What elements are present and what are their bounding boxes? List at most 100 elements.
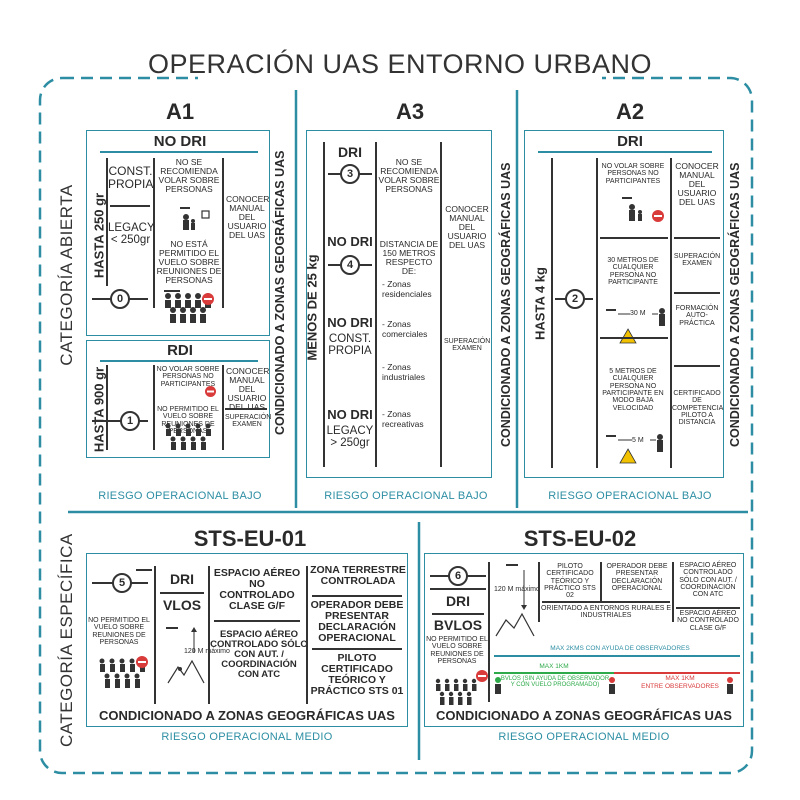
a1-rdi-divider: [153, 365, 155, 450]
sts02-max1b: MAX 1KM: [665, 675, 695, 682]
sts02-orientado: ORIENTADO A ENTORNOS RURALES E INDUSTRIA…: [540, 605, 672, 620]
categoria-especifica-label: CATEGORÍA ESPECÍFICA: [57, 533, 77, 747]
sts02-title: STS-EU-02: [523, 526, 637, 551]
a2-box: [524, 130, 724, 478]
sts01-box: [86, 553, 408, 727]
a2-dist-5: 5 METROS DE CUALQUIER PERSONA NO PARTICI…: [602, 368, 664, 412]
a3-num-badge-4: 4: [340, 255, 360, 275]
a3-zonas-label: CONDICIONADO A ZONAS GEOGRÁFICAS UAS: [499, 162, 513, 448]
a3-legacy: LEGACY > 250gr: [326, 425, 374, 450]
a1-const-propia: CONST. PROPIA: [108, 164, 154, 191]
a1-title: A1: [165, 99, 195, 124]
a1-nodri-header: NO DRI: [153, 133, 207, 150]
altitude-icon: [495, 564, 535, 637]
a1-rdi-exam: SUPERACIÓN EXAMEN: [225, 414, 272, 429]
sts01-divider: [214, 620, 300, 622]
sts02-espacio-no-controlado: ESPACIO AÉREO NO CONTROLADO CLASE G/F: [677, 610, 739, 632]
a2-header: DRI: [617, 133, 643, 150]
sts02-divider: [600, 562, 602, 602]
sts02-divider: [542, 601, 670, 603]
a1-manual: CONOCER MANUAL DEL USUARIO DEL UAS: [226, 194, 270, 240]
a2-m30: 30 M: [630, 310, 646, 317]
a1-rdi-divider: [225, 408, 267, 410]
a2-divider: [600, 237, 668, 239]
prohibited-icon: [476, 670, 488, 682]
a2-header-bar: [538, 151, 712, 153]
a3-zona-residenciales: - Zonas residenciales: [382, 279, 432, 299]
sts02-bvlos-note: BVLOS (SIN AYUDA DE OBSERVADOR Y CON VUE…: [500, 676, 610, 689]
a2-manual: CONOCER MANUAL DEL USUARIO DEL UAS: [675, 161, 719, 207]
a1-nodri-divider: [106, 158, 108, 286]
a2-divider: [596, 158, 598, 468]
sts01-zonas: CONDICIONADO A ZONAS GEOGRÁFICAS UAS: [99, 708, 395, 723]
sts02-espacio-controlado: ESPACIO AÉREO CONTROLADO SÓLO CON AUT. /…: [679, 562, 737, 599]
a3-divider: [440, 142, 442, 467]
sts02-altura: 120 M máximo: [494, 586, 540, 593]
crowd-icon: [165, 423, 211, 450]
sts02-divider: [430, 588, 486, 590]
sts02-divider: [672, 562, 674, 622]
a1-rdi-header: RDI: [167, 342, 193, 359]
sts02-risk: RIESGO OPERACIONAL MEDIO: [498, 731, 670, 743]
title-backdrop: [198, 66, 602, 90]
pilot-icon: [495, 677, 501, 694]
a1-zonas-label: CONDICIONADO A ZONAS GEOGRÁFICAS UAS: [273, 150, 287, 436]
a3-nodri-2: NO DRI: [327, 315, 373, 330]
sts02-divider: [432, 613, 484, 615]
a2-divider: [670, 158, 672, 468]
a3-divider: [375, 142, 377, 467]
a1-rdi-weight: HASTA 900 gr: [91, 366, 107, 453]
a1-legacy: LEGACY < 250gr: [108, 222, 155, 247]
a3-risk: RIESGO OPERACIONAL BAJO: [324, 490, 488, 502]
sts02-box: [424, 553, 744, 727]
prohibited-icon: [202, 293, 214, 305]
sts01-divider: [312, 648, 402, 650]
a1-rdi-divider: [106, 365, 108, 450]
sts02-dri: DRI: [445, 593, 471, 609]
a2-weight: HASTA 4 kg: [532, 267, 548, 340]
a2-risk: RIESGO OPERACIONAL BAJO: [548, 490, 712, 502]
a1-nodri-divider: [222, 158, 224, 308]
person-icon: [622, 197, 642, 221]
a1-no-recomienda: NO SE RECOMIENDA VOLAR SOBRE PERSONAS: [158, 157, 220, 194]
sts01-zona-terrestre: ZONA TERRESTRE CONTROLADA: [310, 564, 406, 588]
a2-divider: [674, 237, 720, 239]
a2-no-volar: NO VOLAR SOBRE PERSONAS NO PARTICIPANTES: [601, 163, 665, 185]
sts02-entre: ENTRE OBSERVADORES: [641, 683, 719, 690]
sts01-vlos: VLOS: [162, 597, 202, 613]
sts01-espacio-no-controlado: ESPACIO AÉREO NO CONTROLADO CLASE G/F: [213, 567, 301, 613]
a1-num-badge-0: 0: [110, 289, 130, 309]
a3-num-badge-3: 3: [340, 164, 360, 184]
sts01-divider: [154, 566, 156, 704]
a2-num-badge-2: 2: [565, 289, 585, 309]
a3-weight: MENOS DE 25 kg: [304, 254, 320, 361]
range-line-1km-red: [614, 672, 740, 674]
a3-title: A3: [395, 99, 425, 124]
distance-arrow: [606, 434, 663, 464]
drone-icon: [136, 569, 152, 571]
sts01-operador: OPERADOR DEBE PRESENTAR DECLARACIÓN OPER…: [310, 599, 404, 645]
crowd-icon: [99, 658, 145, 688]
a1-rdi-divider: [222, 365, 224, 450]
sts01-divider: [312, 595, 402, 597]
a1-nodri-header-bar: [100, 151, 258, 153]
a3-divider: [323, 142, 325, 467]
a3-distancia: DISTANCIA DE 150 METROS RESPECTO DE:: [379, 239, 439, 276]
sts02-num-badge-6: 6: [448, 566, 468, 586]
range-line-1km-green: [494, 672, 614, 674]
a3-exam: SUPERACIÓN EXAMEN: [444, 338, 491, 353]
sts02-bvlos: BVLOS: [433, 617, 483, 633]
sts02-piloto: PILOTO CERTIFICADO TEÓRICO Y PRÁCTICO ST…: [544, 563, 596, 600]
sts02-operador: OPERADOR DEBE PRESENTAR DECLARACIÓN OPER…: [606, 563, 668, 593]
a1-rdi-manual: CONOCER MANUAL DEL USUARIO DEL UAS: [226, 366, 270, 412]
sts01-divider: [208, 566, 210, 704]
a3-nodri-3: NO DRI: [327, 407, 373, 422]
a2-formacion: FORMACIÓN AUTO-PRÁCTICA: [675, 305, 719, 327]
a1-nodri-divider: [153, 158, 155, 308]
a3-zona-recreativas: - Zonas recreativas: [382, 409, 424, 429]
a1-nodri-divider: [110, 205, 150, 207]
observer-icon: [727, 677, 733, 694]
a1-rdi-box: [86, 340, 270, 458]
a3-box: [306, 130, 492, 478]
a2-exam: SUPERACIÓN EXAMEN: [673, 253, 721, 268]
